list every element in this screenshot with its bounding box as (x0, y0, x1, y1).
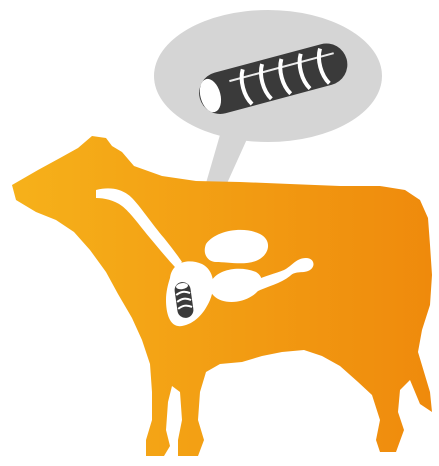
cow-bolus-diagram (0, 0, 439, 466)
